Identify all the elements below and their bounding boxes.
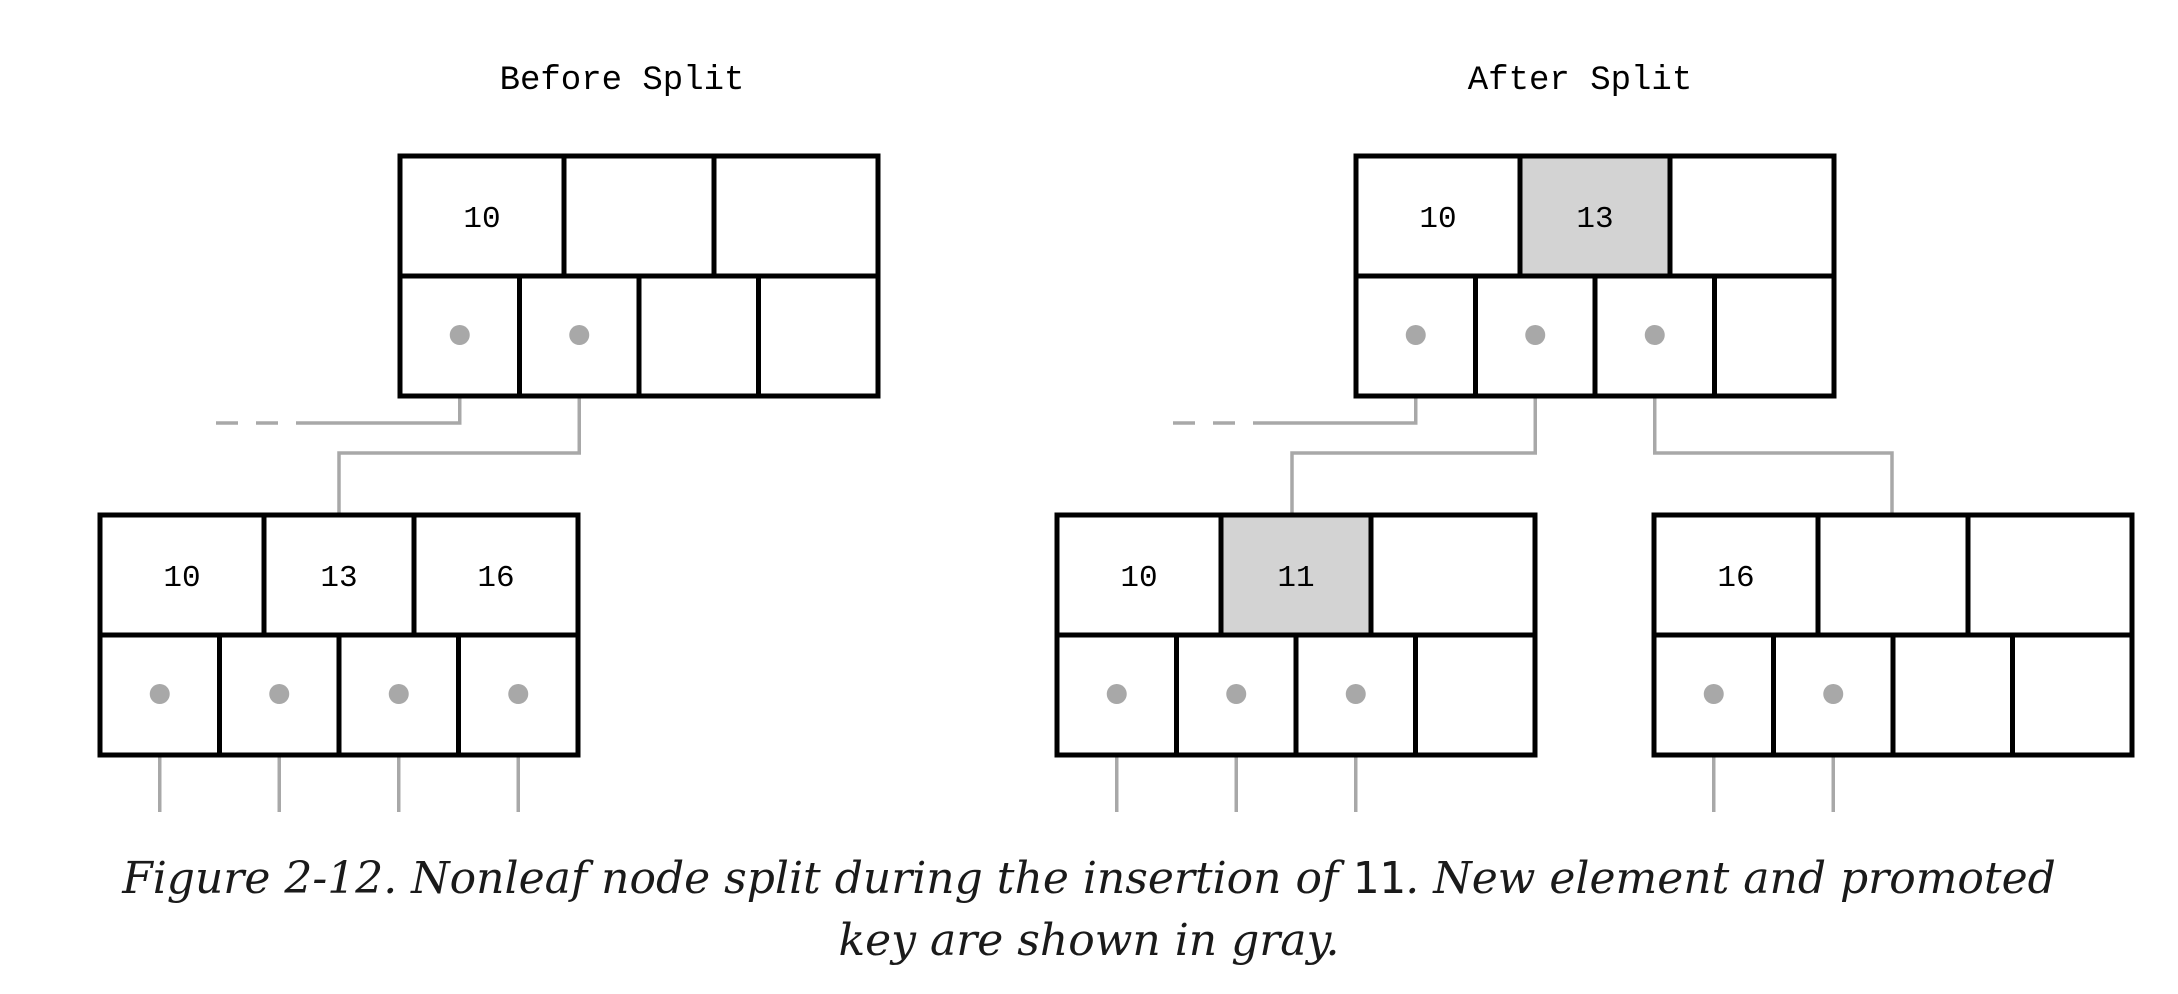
key-label: 16	[1717, 561, 1754, 596]
pointer-cell	[1712, 273, 1837, 399]
pointer-dot	[269, 684, 290, 704]
figure-caption: Figure 2-12. Nonleaf node split during t…	[100, 848, 2078, 972]
key-cell	[1517, 153, 1673, 279]
pointer-dot	[1644, 325, 1665, 345]
pointer-cell	[636, 273, 761, 399]
pointer-dot	[388, 684, 409, 704]
key-label: 10	[463, 202, 500, 237]
key-cell	[711, 153, 881, 279]
pointer-cell	[756, 273, 881, 399]
caption-text-end: . New element and promoted key are shown…	[838, 853, 2056, 966]
pointer-cell	[1890, 632, 2015, 758]
key-cell	[561, 153, 717, 279]
pointer-dot	[149, 684, 170, 704]
key-cell	[1667, 153, 1837, 279]
key-cell	[1815, 512, 1971, 638]
pointer-dot	[1525, 325, 1546, 345]
key-cell	[1054, 512, 1224, 638]
key-label: 10	[1120, 561, 1157, 596]
key-label: 10	[163, 561, 200, 596]
pointer-dot	[1345, 684, 1366, 704]
key-cell	[261, 512, 417, 638]
key-label: 10	[1419, 202, 1456, 237]
pointer-dot	[1703, 684, 1724, 704]
key-label: 13	[320, 561, 357, 596]
pointer-dot	[569, 325, 590, 345]
caption-inserted-key: 11	[1352, 853, 1406, 904]
pointer-dot	[1226, 684, 1247, 704]
key-cell	[411, 512, 581, 638]
btree-node-after-right: 16	[1651, 512, 2135, 758]
btree-node-before-parent: 10	[397, 153, 881, 399]
key-cell	[1368, 512, 1538, 638]
pointer-dot	[1823, 684, 1844, 704]
key-label: 11	[1277, 561, 1314, 596]
key-cell	[1353, 153, 1523, 279]
before-split-title: Before Split	[500, 62, 745, 100]
pointer-dot	[508, 684, 529, 704]
btree-node-before-child: 10 13 16	[97, 512, 581, 758]
pointer-dot	[1106, 684, 1127, 704]
pointer-cell	[1413, 632, 1538, 758]
key-cell	[1965, 512, 2135, 638]
key-label: 13	[1576, 202, 1613, 237]
btree-node-after-parent: 10 13	[1353, 153, 1837, 399]
pointer-dot	[1405, 325, 1426, 345]
btree-nodes: 10 10 13 16 10 13 10 11 16	[97, 153, 2135, 758]
pointer-cell	[1293, 632, 1418, 758]
key-label: 16	[477, 561, 514, 596]
key-cell	[1651, 512, 1821, 638]
caption-text-start: Figure 2-12. Nonleaf node split during t…	[122, 853, 1353, 904]
btree-node-after-left: 10 11	[1054, 512, 1538, 758]
pointer-cell	[2010, 632, 2135, 758]
pointer-dot	[449, 325, 470, 345]
after-split-title: After Split	[1468, 62, 1692, 100]
